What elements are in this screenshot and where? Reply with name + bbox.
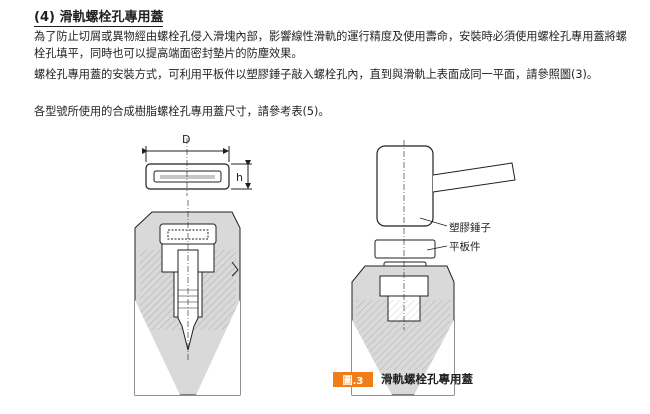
figure-caption: 滑軌螺栓孔專用蓋 [381,372,473,386]
cap-dimension-view [142,138,252,196]
dimension-d-label: D [182,133,190,146]
dimension-h-label: h [236,171,243,184]
section-number: (4) [34,10,55,25]
plate-leader [426,245,448,251]
figure-number-badge: 圖.3 [333,372,373,387]
hammer-install-view [351,145,516,396]
plate-label: 平板件 [449,240,481,253]
section-title: 滑軌螺栓孔專用蓋 [59,10,164,25]
paragraph-purpose: 為了防止切屑或異物經由螺栓孔侵入滑塊內部，影響線性滑軌的運行精度及使用壽命，安裝… [34,30,627,60]
paragraph-reference: 各型號所使用的合成樹脂螺栓孔專用蓋尺寸，請參考表(5)。 [34,105,330,118]
hammer-label: 塑膠錘子 [449,221,491,234]
section-heading: (4) 滑軌螺栓孔專用蓋 [34,6,164,27]
rail-section-left [134,211,241,396]
paragraph-installation: 螺栓孔專用蓋的安裝方式，可利用平板件以塑膠錘子敲入螺栓孔內，直到與滑軌上表面成同… [34,68,599,81]
hammer-leader [419,217,448,227]
